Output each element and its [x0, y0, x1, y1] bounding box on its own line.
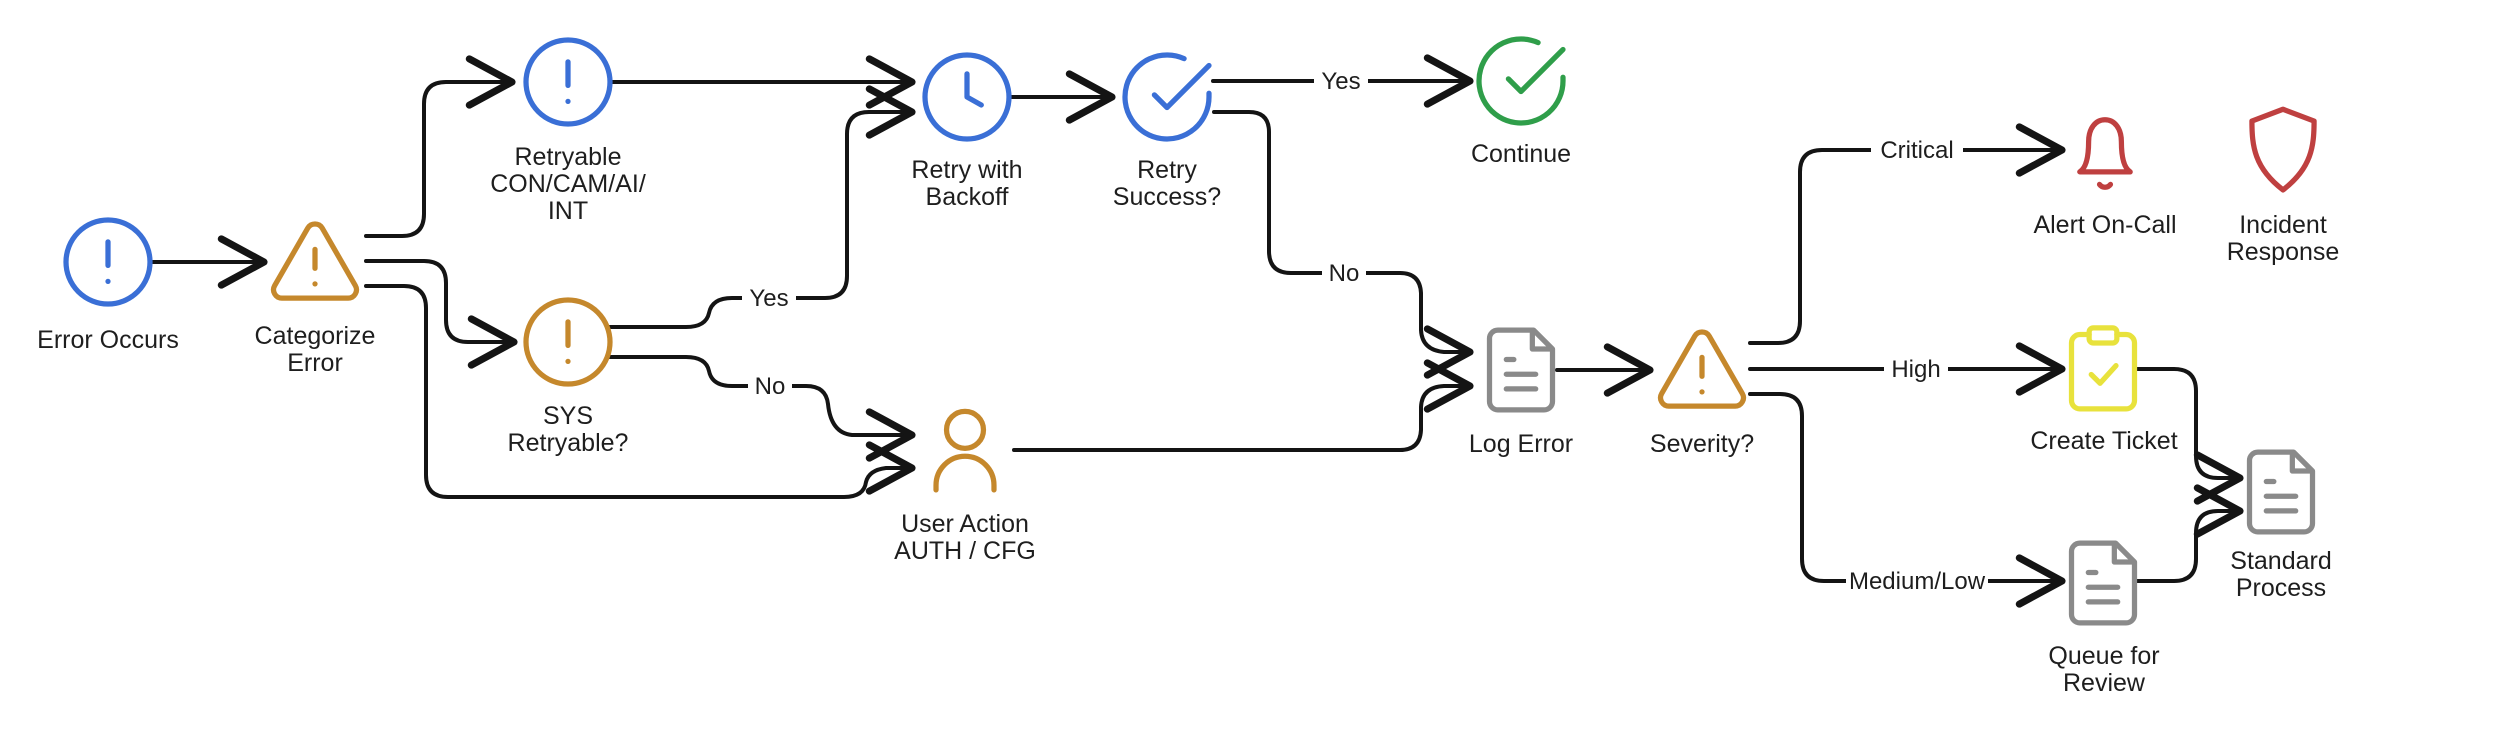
- node-label: Retryable: [515, 143, 622, 171]
- node-incident-response: Incident Response: [2227, 106, 2340, 266]
- edge-ticket-to-standard: [2134, 367, 2244, 505]
- alert-circle-icon: [63, 217, 153, 307]
- edge-label-text: No: [755, 373, 786, 400]
- edge-label-text: Medium/Low: [1849, 568, 1986, 595]
- node-label: Alert On-Call: [2033, 211, 2176, 239]
- node-label: Review: [2063, 669, 2146, 697]
- edge-label-medium-low: Medium/Low: [1846, 566, 1988, 596]
- alert-triangle-icon: [1657, 329, 1747, 409]
- check-circle-icon: [1122, 52, 1212, 142]
- edge-label-retry-no: No: [1322, 258, 1366, 288]
- edge-sys-yes-to-backoff: [608, 85, 916, 329]
- edge-labels: Yes No Yes No Critical High Medium/Low: [742, 66, 1988, 596]
- clock-icon: [922, 52, 1012, 142]
- node-user-action: User Action AUTH / CFG: [894, 408, 1036, 565]
- edge-success-no-to-log: [1212, 110, 1474, 379]
- node-retry-with-backoff: Retry with Backoff: [911, 52, 1023, 211]
- node-retry-success: Retry Success?: [1113, 52, 1221, 211]
- node-severity: Severity?: [1650, 329, 1754, 458]
- edge-severity-critical-to-bell: [1748, 123, 2066, 345]
- node-sys-retryable: SYS Retryable?: [508, 297, 629, 457]
- edge-label-text: Critical: [1880, 137, 1953, 164]
- node-categorize-error: Categorize Error: [255, 221, 376, 377]
- node-label: INT: [548, 197, 588, 225]
- node-standard-process: Standard Process: [2230, 449, 2332, 602]
- clipboard-check-icon: [2068, 325, 2138, 412]
- node-queue-for-review: Queue for Review: [2048, 540, 2160, 697]
- node-label: Backoff: [926, 183, 1009, 211]
- edge-label-high: High: [1884, 354, 1948, 384]
- node-alert-on-call: Alert On-Call: [2033, 117, 2177, 239]
- node-label: Error Occurs: [37, 326, 179, 354]
- edge-label-text: High: [1891, 356, 1940, 383]
- node-label: Retry: [1137, 156, 1197, 184]
- edge-severity-medlow-to-queue: [1748, 392, 2066, 608]
- node-retryable: Retryable CON/CAM/AI/ INT: [490, 37, 646, 225]
- node-label: Queue for: [2048, 642, 2159, 670]
- node-label: User Action: [901, 510, 1029, 538]
- node-label: Severity?: [1650, 430, 1754, 458]
- edge-label-sys-no: No: [748, 371, 792, 401]
- node-create-ticket: Create Ticket: [2030, 325, 2178, 455]
- edge-categorize-to-user-action: [364, 284, 916, 499]
- edge-categorize-to-sys: [364, 259, 518, 369]
- edge-label-text: No: [1329, 260, 1360, 287]
- node-label: Incident: [2239, 211, 2327, 239]
- edge-label-text: Yes: [1321, 68, 1360, 95]
- node-label: Continue: [1471, 140, 1571, 168]
- edge-categorize-to-retryable: [364, 55, 516, 238]
- edge-label-text: Yes: [749, 285, 788, 312]
- node-label: Categorize: [255, 322, 376, 350]
- node-continue: Continue: [1471, 36, 1571, 168]
- node-label: CON/CAM/AI/: [490, 170, 646, 198]
- check-circle-icon: [1476, 36, 1566, 126]
- node-error-occurs: Error Occurs: [37, 217, 179, 354]
- node-label: Standard: [2230, 547, 2331, 575]
- shield-icon: [2249, 106, 2317, 193]
- node-label: Create Ticket: [2030, 427, 2177, 455]
- node-label: Error: [287, 349, 343, 377]
- edge-queue-to-standard: [2134, 484, 2244, 583]
- node-label: Response: [2227, 238, 2340, 266]
- edge-label-critical: Critical: [1871, 135, 1963, 165]
- bell-icon: [2077, 117, 2133, 190]
- node-label: Process: [2236, 574, 2326, 602]
- user-icon: [933, 408, 997, 493]
- node-label: Retry with: [911, 156, 1022, 184]
- node-label: AUTH / CFG: [894, 537, 1036, 565]
- node-label: Retryable?: [508, 429, 629, 457]
- alert-circle-icon: [523, 37, 613, 127]
- node-label: Log Error: [1469, 430, 1573, 458]
- node-log-error: Log Error: [1469, 327, 1573, 458]
- edge-label-retry-yes: Yes: [1314, 66, 1368, 96]
- file-text-icon: [2246, 449, 2316, 535]
- alert-triangle-icon: [270, 221, 360, 301]
- edge-user-action-to-log: [1012, 359, 1474, 452]
- node-label: SYS: [543, 402, 593, 430]
- file-text-icon: [1486, 327, 1556, 413]
- edge-label-sys-yes: Yes: [742, 283, 796, 313]
- file-text-icon: [2068, 540, 2138, 626]
- alert-circle-icon: [523, 297, 613, 387]
- node-label: Success?: [1113, 183, 1221, 211]
